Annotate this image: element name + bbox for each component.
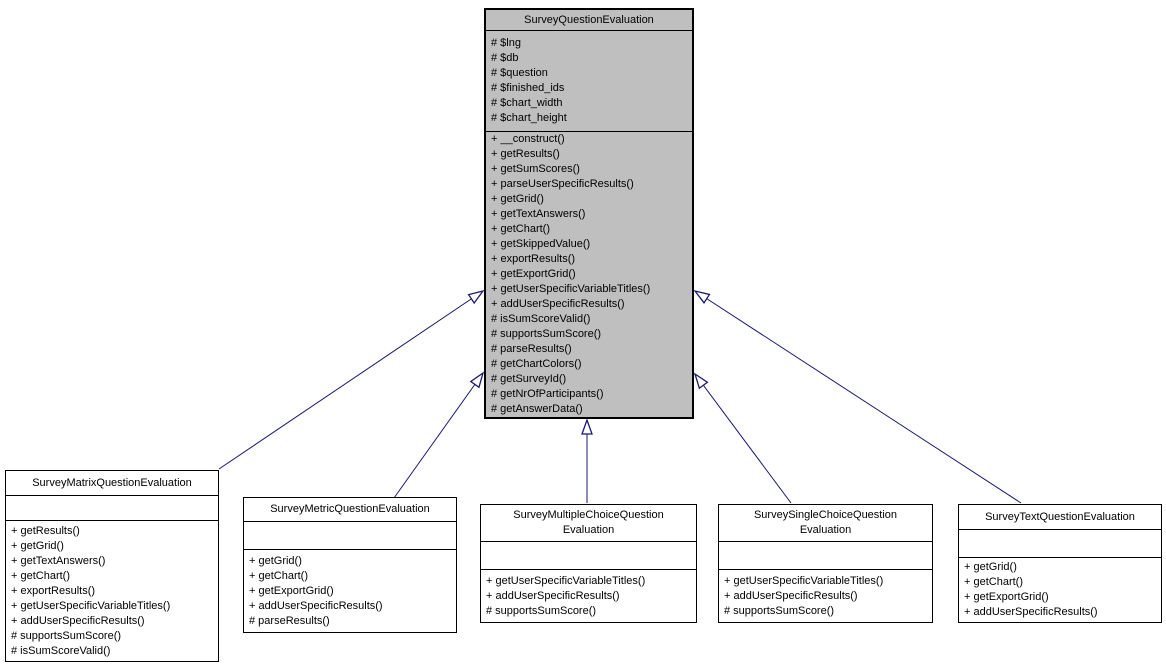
class-box-survey-matrix-question-evaluation[interactable]: SurveyMatrixQuestionEvaluation + getResu… [5,470,219,662]
inheritance-arrow-single-choice [693,372,792,504]
class-title-line: SurveyTextQuestionEvaluation [985,510,1135,523]
attribute-item: # $chart_height [491,112,567,124]
method-item: + getChart() [11,570,70,582]
method-item: + addUserSpecificResults() [249,600,383,612]
methods-section: + getUserSpecificVariableTitles() + addU… [481,569,696,622]
class-box-survey-multiple-choice-question-evaluation[interactable]: SurveyMultipleChoiceQuestion Evaluation … [480,504,697,623]
class-title: SurveyTextQuestionEvaluation [959,505,1161,529]
method-item: + __construct() [491,133,565,145]
method-item: + addUserSpecificResults() [724,590,858,602]
method-item: + addUserSpecificResults() [491,298,625,310]
class-title-line: Evaluation [799,524,852,536]
methods-section: + getResults() + getGrid() + getTextAnsw… [6,520,218,661]
method-item: # getChartColors() [491,358,582,370]
method-item: + getGrid() [964,561,1017,573]
method-item: + exportResults() [11,585,96,597]
method-item: + getResults() [11,525,80,537]
method-item: + getExportGrid() [491,268,576,280]
class-title: SurveySingleChoiceQuestion Evaluation [719,505,932,541]
class-title-line: SurveyMultipleChoiceQuestion [513,509,664,521]
methods-section: + __construct() + getResults() + getSumS… [486,131,692,417]
method-item: + getResults() [491,148,560,160]
inheritance-arrow-matrix [218,289,485,470]
attribute-item: # $finished_ids [491,82,565,94]
inheritance-arrow-metric [393,371,485,499]
method-item: + addUserSpecificResults() [11,615,145,627]
attribute-item: # $chart_width [491,97,563,109]
method-item: # getNrOfParticipants() [491,388,604,400]
class-title-line: SurveyMetricQuestionEvaluation [270,503,430,515]
method-item: + getExportGrid() [964,591,1049,603]
method-item: + getChart() [249,570,308,582]
methods-section: + getGrid() + getChart() + getExportGrid… [959,557,1161,622]
method-item: + addUserSpecificResults() [964,606,1098,618]
method-item: + parseUserSpecificResults() [491,178,634,190]
class-title: SurveyMultipleChoiceQuestion Evaluation [481,505,696,541]
method-item: + exportResults() [491,253,576,265]
method-item: + getSkippedValue() [491,238,591,250]
method-item: + getTextAnswers() [491,208,586,220]
method-item: # supportsSumScore() [486,605,597,617]
method-item: + getUserSpecificVariableTitles() [491,283,651,295]
class-box-survey-metric-question-evaluation[interactable]: SurveyMetricQuestionEvaluation + getGrid… [243,497,457,633]
attributes-section [244,521,456,549]
attribute-item: # $db [491,52,519,64]
method-item: + getUserSpecificVariableTitles() [11,600,171,612]
class-title: SurveyQuestionEvaluation [486,10,692,30]
attribute-item: # $question [491,67,548,79]
method-item: + getSumScores() [491,163,580,175]
method-item: # getSurveyId() [491,373,567,385]
method-item: + getChart() [964,576,1023,588]
method-item: + getGrid() [11,540,64,552]
method-item: + getGrid() [249,555,302,567]
attributes-section [719,541,932,569]
class-title-line: SurveyQuestionEvaluation [524,13,654,26]
inheritance-arrow-text [693,289,1022,504]
method-item: + getUserSpecificVariableTitles() [486,575,646,587]
methods-section: + getGrid() + getChart() + getExportGrid… [244,549,456,632]
methods-section: + getUserSpecificVariableTitles() + addU… [719,569,932,622]
method-item: + getTextAnswers() [11,555,106,567]
attributes-section: # $lng # $db # $question # $finished_ids… [486,30,692,131]
method-item: # parseResults() [491,343,572,355]
method-item: + addUserSpecificResults() [486,590,620,602]
class-box-survey-question-evaluation[interactable]: SurveyQuestionEvaluation # $lng # $db # … [484,8,694,419]
method-item: # isSumScoreValid() [491,313,591,325]
method-item: # parseResults() [249,615,330,627]
class-title-line: Evaluation [562,524,615,536]
method-item: + getGrid() [491,193,544,205]
class-title-line: SurveyMatrixQuestionEvaluation [32,476,192,489]
method-item: + getChart() [491,223,550,235]
method-item: # supportsSumScore() [491,328,602,340]
attributes-section [6,495,218,520]
class-title-line: SurveySingleChoiceQuestion [753,509,898,521]
method-item: # isSumScoreValid() [11,645,111,657]
method-item: # supportsSumScore() [724,605,835,617]
method-item: + getUserSpecificVariableTitles() [724,575,884,587]
class-box-survey-text-question-evaluation[interactable]: SurveyTextQuestionEvaluation + getGrid()… [958,504,1162,623]
method-item: # supportsSumScore() [11,630,122,642]
class-title: SurveyMatrixQuestionEvaluation [6,471,218,495]
attributes-section [959,529,1161,557]
attributes-section [481,541,696,569]
attribute-item: # $lng [491,37,521,49]
method-item: # getAnswerData() [491,403,583,415]
method-item: + getExportGrid() [249,585,334,597]
class-title: SurveyMetricQuestionEvaluation [244,498,456,521]
class-box-survey-single-choice-question-evaluation[interactable]: SurveySingleChoiceQuestion Evaluation + … [718,504,933,623]
